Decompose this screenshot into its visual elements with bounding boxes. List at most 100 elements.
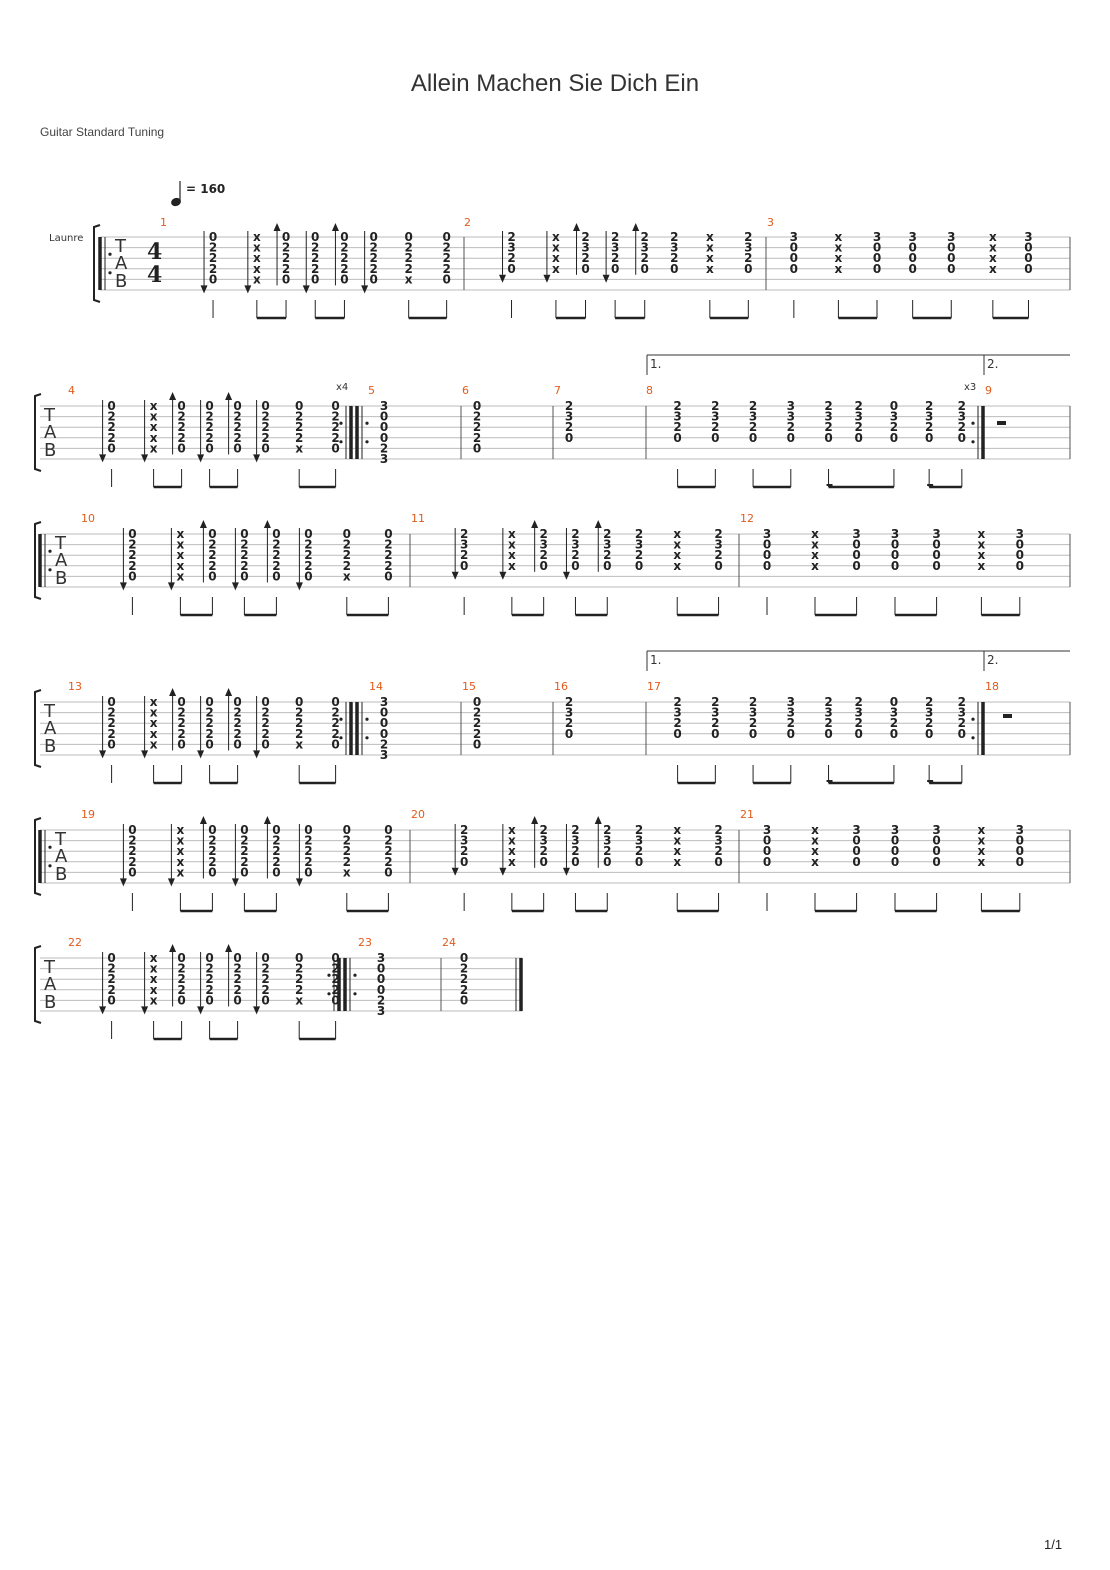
fret-number: 2 [295, 727, 303, 741]
tempo-value: = 160 [186, 182, 225, 196]
fret-number: 0 [763, 559, 771, 573]
tab-letter-t: T [43, 405, 56, 426]
fret-number: x [978, 548, 986, 562]
fret-number: 0 [107, 399, 115, 413]
repeat-dot [327, 973, 331, 977]
fret-number: 0 [670, 262, 678, 276]
fret-number: 2 [205, 716, 213, 730]
fret-number: 0 [208, 527, 216, 541]
fret-number: 0 [790, 241, 798, 255]
fret-number: 0 [177, 399, 185, 413]
fret-number: 2 [641, 230, 649, 244]
strum-up-arrow [263, 816, 271, 824]
fret-number: 0 [891, 834, 899, 848]
system-bracket [93, 224, 101, 303]
fret-number: 2 [460, 527, 468, 541]
strum-down-arrow [302, 285, 310, 294]
fret-number: 2 [824, 420, 832, 434]
strum-down-arrow [451, 867, 459, 876]
fret-number: 2 [958, 420, 966, 434]
fret-number: 2 [205, 410, 213, 424]
fret-number: 2 [925, 695, 933, 709]
fret-number: 2 [304, 548, 312, 562]
fret-number: 0 [177, 695, 185, 709]
fret-number: 2 [107, 431, 115, 445]
fret-number: 3 [673, 706, 681, 720]
fret-number: 2 [261, 972, 269, 986]
fret-number: 0 [852, 559, 860, 573]
fret-number: 2 [635, 844, 643, 858]
fret-number: 0 [331, 951, 339, 965]
fret-number: 2 [331, 706, 339, 720]
fret-number: 3 [873, 230, 881, 244]
fret-number: 2 [635, 548, 643, 562]
fret-number: 2 [673, 695, 681, 709]
strum-up-arrow [199, 520, 207, 528]
fret-number: 2 [295, 420, 303, 434]
fret-number: 0 [377, 972, 385, 986]
fret-number: 2 [240, 844, 248, 858]
fret-number: 2 [473, 727, 481, 741]
strum-down-arrow [99, 750, 107, 759]
fret-number: 0 [240, 569, 248, 583]
fret-number: 0 [890, 399, 898, 413]
fret-number: 2 [581, 251, 589, 265]
fret-number: 2 [855, 420, 863, 434]
measure-number: 17 [647, 680, 661, 693]
fret-number: 2 [295, 706, 303, 720]
fret-number: x [150, 716, 158, 730]
fret-number: x [835, 262, 843, 276]
fret-number: 2 [340, 251, 348, 265]
fret-number: x [405, 272, 413, 286]
fret-number: 2 [208, 548, 216, 562]
fret-number: 2 [565, 420, 573, 434]
fret-number: 0 [852, 548, 860, 562]
strum-down-arrow [295, 582, 303, 591]
strum-down-arrow [361, 285, 369, 294]
fret-number: x [835, 230, 843, 244]
repeat-count-x4: x4 [336, 382, 348, 393]
fret-number: 2 [611, 251, 619, 265]
fret-number: 2 [473, 410, 481, 424]
fret-number: 2 [272, 538, 280, 552]
strum-up-arrow [594, 520, 602, 528]
system-bracket [34, 817, 42, 896]
fret-number: x [343, 865, 351, 879]
fret-number: 2 [282, 241, 290, 255]
fret-number: 2 [714, 844, 722, 858]
fret-number: 0 [205, 951, 213, 965]
fret-number: 2 [958, 716, 966, 730]
fret-number: 0 [272, 823, 280, 837]
fret-number: 0 [128, 569, 136, 583]
strum-up-arrow [632, 223, 640, 231]
fret-number: x [673, 559, 681, 573]
fret-number: 0 [891, 538, 899, 552]
fret-number: 0 [473, 695, 481, 709]
fret-number: 2 [539, 527, 547, 541]
fret-number: x [673, 823, 681, 837]
fret-number: 0 [331, 695, 339, 709]
volta-first-label: 1. [650, 653, 661, 667]
strum-up-arrow [169, 392, 177, 400]
fret-number: 0 [1016, 834, 1024, 848]
repeat-dot [353, 992, 357, 996]
fret-number: 0 [908, 241, 916, 255]
fret-number: 0 [261, 695, 269, 709]
fret-number: 0 [177, 737, 185, 751]
fret-number: 2 [473, 431, 481, 445]
volta-second-label: 2. [987, 357, 998, 371]
fret-number: 0 [304, 823, 312, 837]
fret-number: x [673, 548, 681, 562]
fret-number: 0 [295, 399, 303, 413]
fret-number: 2 [384, 538, 392, 552]
fret-number: 2 [205, 420, 213, 434]
strum-down-arrow [141, 1006, 149, 1015]
fret-number: 0 [304, 527, 312, 541]
fret-number: 0 [714, 855, 722, 869]
fret-number: 3 [891, 823, 899, 837]
time-signature-top: 4 [147, 239, 162, 265]
fret-number: 0 [635, 559, 643, 573]
fret-number: 2 [473, 420, 481, 434]
fret-number: 2 [128, 548, 136, 562]
fret-number: 2 [565, 695, 573, 709]
